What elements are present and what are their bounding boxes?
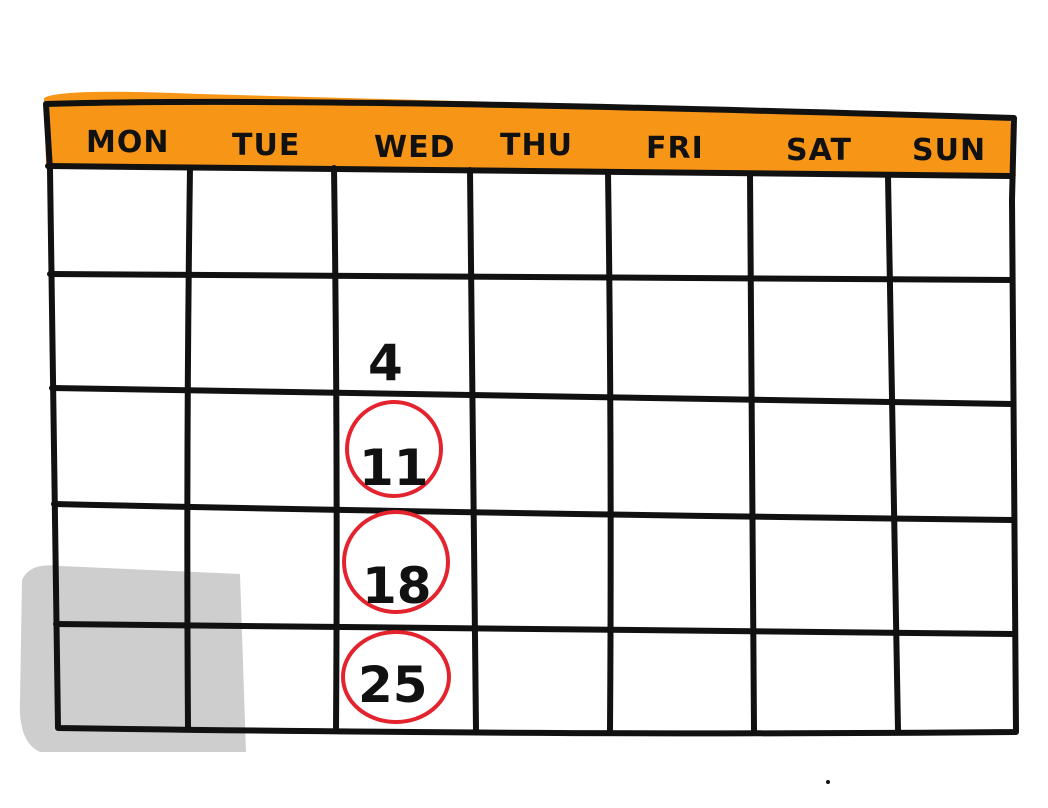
grid-col-line xyxy=(467,167,479,733)
date-numbers: 4 11 18 25 xyxy=(358,334,432,714)
weekday-label: THU xyxy=(500,128,573,163)
date-circle xyxy=(341,630,451,724)
weekday-label: FRI xyxy=(646,131,704,166)
grid-col-line xyxy=(605,169,614,733)
date-number: 25 xyxy=(358,656,428,714)
weekday-label: WED xyxy=(374,130,456,165)
stray-dot xyxy=(826,780,830,784)
grid-col-line xyxy=(885,173,901,733)
grid-frame xyxy=(43,98,1019,737)
date-number: 4 xyxy=(368,334,403,392)
weekday-label: SUN xyxy=(912,133,986,168)
grid-row-line xyxy=(51,501,1015,523)
weekday-label: SAT xyxy=(786,133,852,168)
date-circle xyxy=(342,510,450,614)
grid-row-line xyxy=(47,271,1015,283)
date-circles xyxy=(341,400,451,724)
weekday-labels: MON TUE WED THU FRI SAT SUN xyxy=(86,125,986,168)
weekday-label: MON xyxy=(86,125,169,160)
grid-row-line xyxy=(49,385,1015,407)
date-number: 11 xyxy=(359,439,429,497)
date-circle xyxy=(345,400,443,498)
weekday-label: TUE xyxy=(232,128,300,163)
date-number: 18 xyxy=(362,557,432,615)
grid-col-line xyxy=(747,171,757,733)
grid-row-line xyxy=(45,163,1013,179)
calendar-grid xyxy=(43,98,1019,737)
grid-col-line xyxy=(331,165,340,733)
grid-col-line xyxy=(184,165,193,731)
